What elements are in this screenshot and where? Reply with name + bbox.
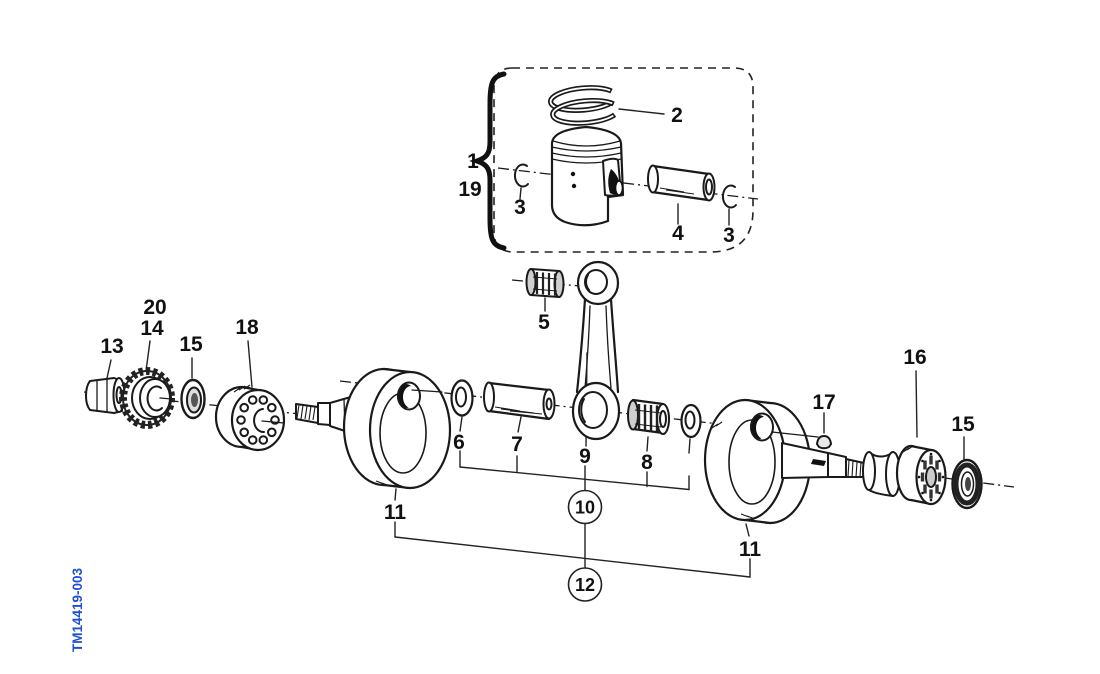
crank-pin-hole-left <box>397 381 421 411</box>
thrust-washer-left <box>450 379 474 432</box>
callout-16: 16 <box>903 346 926 369</box>
callout-3-left: 3 <box>514 196 526 219</box>
crank-shaft-right-end <box>781 442 865 479</box>
piston-ring-set <box>547 85 622 126</box>
bearing-sleeve <box>862 451 901 497</box>
crank-web-left <box>342 367 452 501</box>
seal-right <box>951 436 983 510</box>
big-end-bearing <box>627 398 670 452</box>
callout-17: 17 <box>812 391 835 414</box>
crank-web-right <box>703 398 819 537</box>
seal-left <box>180 357 206 420</box>
connecting-rod <box>571 260 621 447</box>
main-bearing-right <box>895 370 947 506</box>
circlip-left <box>513 163 529 200</box>
callout-19: 19 <box>458 178 481 201</box>
piston-pin-window <box>602 157 624 197</box>
keyway-slot <box>811 459 826 466</box>
circled-callout-12 <box>567 567 603 602</box>
callout-20: 20 <box>143 296 166 319</box>
crankshaft-nut <box>85 359 126 414</box>
callout-7: 7 <box>511 433 523 456</box>
callout-3-right: 3 <box>723 224 735 247</box>
primary-drive-gear <box>119 340 175 429</box>
callout-11-left: 11 <box>384 501 407 524</box>
callout-10: 10 <box>575 498 595 518</box>
piston <box>550 125 625 227</box>
callout-2: 2 <box>671 104 683 127</box>
crank-pin-hole-right <box>750 412 774 442</box>
callout-6-left: 6 <box>453 431 465 454</box>
circlip-right <box>721 184 737 226</box>
piston-kit-dashed-box <box>493 67 754 253</box>
callout-15-right: 15 <box>951 413 975 436</box>
main-bearing-left <box>214 340 286 452</box>
callout-15-left: 15 <box>179 333 203 356</box>
callout-12: 12 <box>575 575 595 595</box>
callout-4: 4 <box>672 222 684 245</box>
assembly-brace <box>469 71 507 251</box>
callout-13: 13 <box>100 335 123 358</box>
callout-18: 18 <box>235 316 259 339</box>
callout-5: 5 <box>538 311 550 334</box>
drawing-code: TM14419-003 <box>70 567 85 652</box>
callout-8: 8 <box>641 451 653 474</box>
rod-kit-bracket: 10 <box>459 450 690 525</box>
small-end-bearing <box>525 268 565 312</box>
callout-9: 9 <box>579 445 591 468</box>
callout-1: 1 <box>467 150 479 173</box>
crank-pin <box>483 381 556 433</box>
crankshaft-assembly-bracket: 12 <box>394 521 751 602</box>
thrust-washer-right <box>680 403 702 454</box>
piston-pin <box>647 164 716 225</box>
woodruff-key <box>815 412 833 450</box>
callout-14: 14 <box>140 317 164 340</box>
callout-11-right: 11 <box>739 538 762 561</box>
